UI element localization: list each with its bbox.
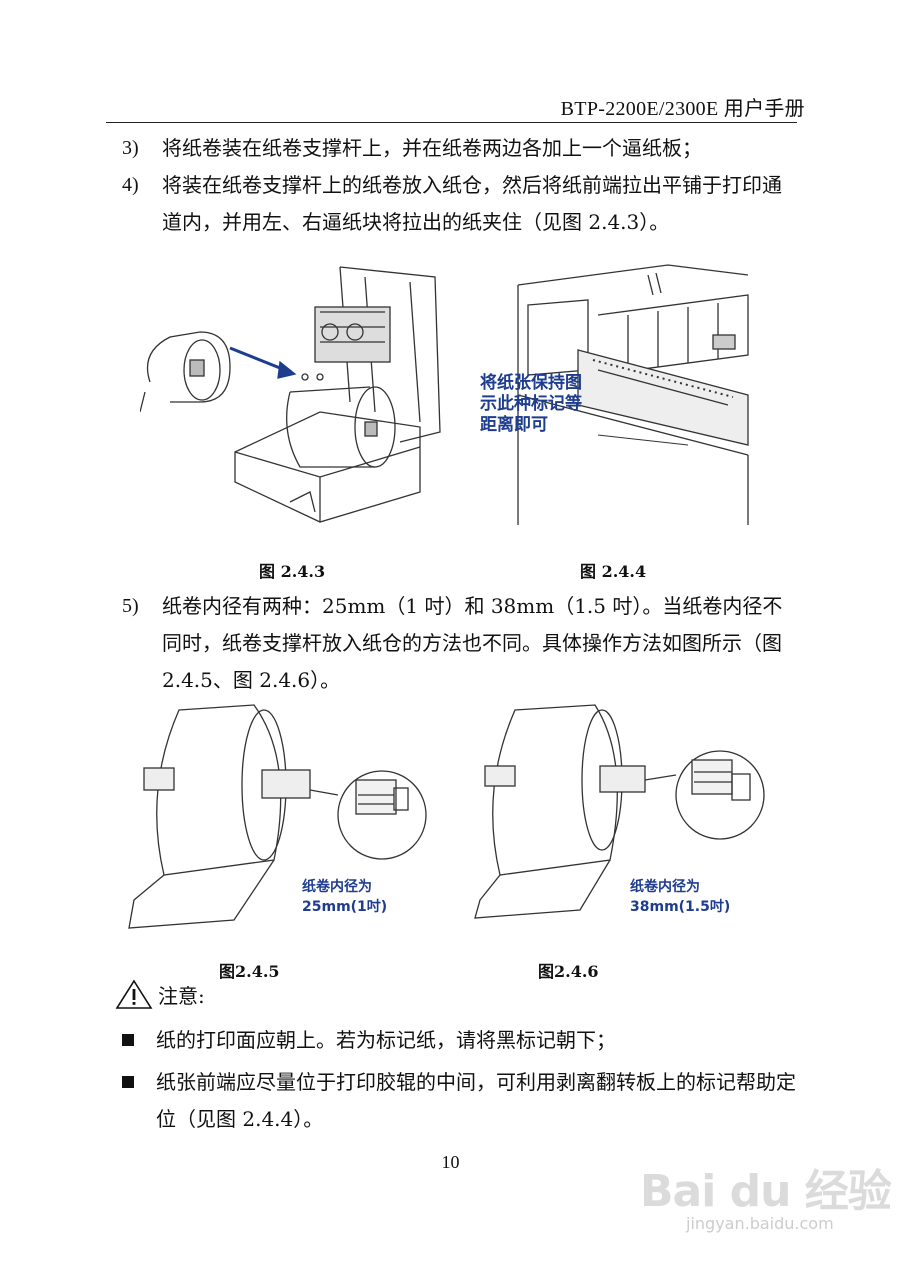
printer-open-illustration (139, 266, 441, 523)
bullet-square (122, 1034, 134, 1046)
step-text: 纸卷内径有两种：25mm（1 吋）和 38mm（1.5 吋）。当纸卷内径不同时，… (162, 594, 783, 692)
label-line: 示此种标记等 (480, 394, 582, 414)
figure-caption: 图2.4.6 (538, 962, 599, 981)
header-title: BTP-2200E/2300E 用户手册 (560, 98, 805, 120)
figure-2-4-5: 纸卷内径为 25mm(1吋) (124, 700, 454, 942)
paper-guide-illustration (517, 264, 749, 525)
page-number: 10 (441, 1152, 460, 1172)
step-3: 3) 将纸卷装在纸卷支撑杆上，并在纸卷两边各加上一个逼纸板； (122, 130, 794, 167)
step-text: 将装在纸卷支撑杆上的纸卷放入纸仓，然后将纸前端拉出平铺于打印通道内，并用左、右逼… (162, 173, 782, 234)
watermark-url: jingyan.baidu.com (686, 1214, 834, 1233)
note-bullet: 纸张前端应尽量位于打印胶辊的中间，可利用剥离翻转板上的标记帮助定位（见图 2.4… (122, 1064, 802, 1138)
bullet-square (122, 1076, 134, 1088)
roll-38mm-illustration (474, 704, 765, 919)
figure-2-4-4: 将纸张保持图 示此种标记等 距离即可 (478, 255, 760, 531)
note-heading: 注意: (114, 978, 205, 1010)
label-line: 距离即可 (480, 415, 548, 435)
step-4: 4) 将装在纸卷支撑杆上的纸卷放入纸仓，然后将纸前端拉出平铺于打印通道内，并用左… (122, 167, 794, 241)
figure-caption: 图2.4.5 (219, 962, 280, 981)
figure-label: 纸卷内径为 38mm(1.5吋) (630, 877, 730, 917)
label-line: 将纸张保持图 (480, 373, 582, 393)
step-number: 3) (122, 137, 139, 159)
figure-label: 将纸张保持图 示此种标记等 距离即可 (480, 373, 582, 436)
step-number: 4) (122, 174, 139, 196)
step-5: 5) 纸卷内径有两种：25mm（1 吋）和 38mm（1.5 吋）。当纸卷内径不… (122, 588, 794, 699)
step-text: 将纸卷装在纸卷支撑杆上，并在纸卷两边各加上一个逼纸板； (162, 136, 702, 160)
label-line: 25mm(1吋) (302, 899, 388, 915)
note-bullet: 纸的打印面应朝上。若为标记纸，请将黑标记朝下； (122, 1022, 802, 1059)
note-title: 注意: (158, 983, 205, 1008)
step-number: 5) (122, 595, 139, 617)
label-line: 纸卷内径为 (630, 879, 700, 895)
figure-2-4-3 (139, 252, 460, 532)
figure-label: 纸卷内径为 25mm(1吋) (302, 877, 387, 917)
warning-icon (115, 979, 153, 1009)
label-line: 纸卷内径为 (302, 879, 372, 895)
header-rule (106, 122, 797, 123)
figure-2-4-6: 纸卷内径为 38mm(1.5吋) (470, 700, 782, 942)
roll-25mm-illustration (128, 704, 427, 929)
bullet-text: 纸的打印面应朝上。若为标记纸，请将黑标记朝下； (156, 1028, 616, 1052)
bullet-text: 纸张前端应尽量位于打印胶辊的中间，可利用剥离翻转板上的标记帮助定位（见图 2.4… (156, 1070, 796, 1131)
figure-caption: 图 2.4.3 (259, 562, 326, 581)
baidu-jingyan-watermark: Bai du 经验 (640, 1166, 892, 1217)
label-line: 38mm(1.5吋) (630, 899, 731, 915)
figure-caption: 图 2.4.4 (580, 562, 647, 581)
